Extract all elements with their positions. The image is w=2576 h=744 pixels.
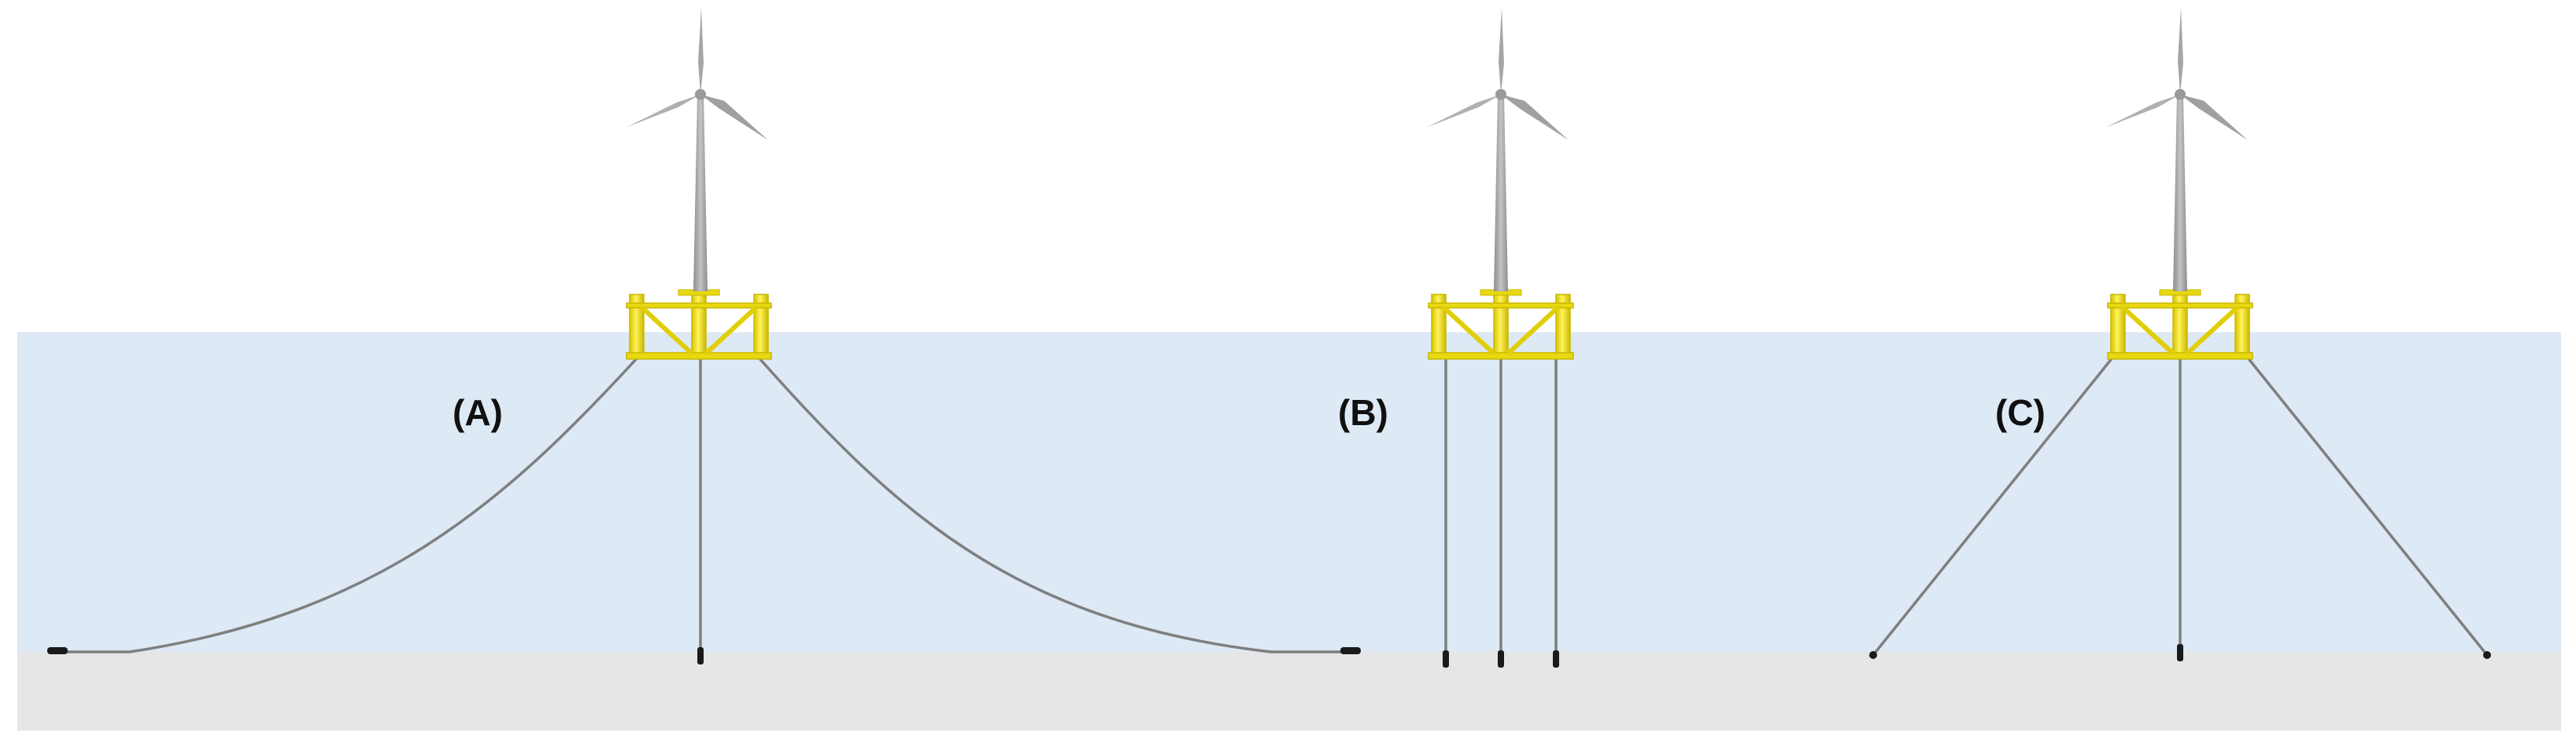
panel-b: (B) [1338,8,1574,668]
anchor-center [697,647,704,664]
anchors [1443,650,1559,668]
anchor-left [1869,651,1877,659]
anchor-right [2483,651,2491,659]
wind-turbine [2105,8,2248,291]
panel-a: (A) [47,8,1361,664]
taut-line-left [1872,354,2116,657]
mooring-lines [1872,354,2489,657]
anchors [1869,644,2491,661]
floating-platform [1428,289,1574,360]
panel-label: (C) [1995,392,2046,433]
mooring-lines [1444,358,1558,652]
taut-line-right [2245,354,2489,657]
mooring-lines [59,354,1346,653]
anchor-left [47,647,68,654]
anchor-left [1443,650,1449,668]
panel-label: (A) [453,392,503,433]
anchor-right [1553,650,1559,668]
seabed [17,652,2561,731]
panel-label: (B) [1338,392,1388,433]
anchors [47,647,1361,664]
panel-c: (C) [1869,8,2491,661]
catenary-line-right [756,354,1346,653]
catenary-line-left [59,354,641,653]
wind-turbine [626,8,768,291]
wind-turbine [1426,8,1569,291]
anchor-right [1340,647,1361,654]
sea-water [17,332,2561,652]
anchor-center [2177,644,2183,661]
anchor-center [1498,650,1504,668]
floating-platform [626,289,772,360]
floating-platform [2107,289,2253,360]
